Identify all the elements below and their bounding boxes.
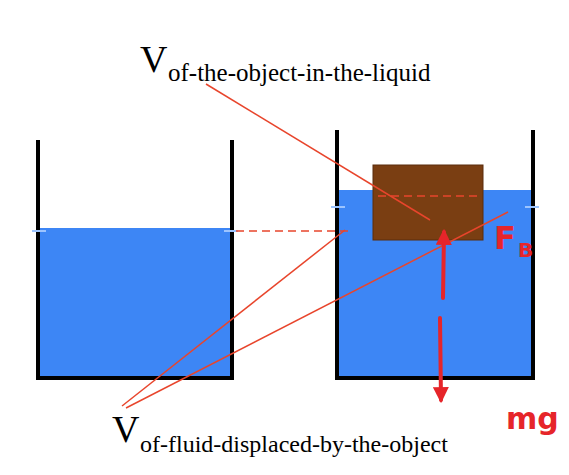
leader-line <box>122 230 345 406</box>
level-mark <box>331 206 345 208</box>
weight-label: mg <box>506 404 559 434</box>
volume-symbol: V <box>140 40 167 78</box>
buoyant-force-arrow <box>443 232 444 298</box>
weight-arrow <box>440 318 441 400</box>
floating-block <box>373 165 483 240</box>
level-mark <box>32 230 46 232</box>
water <box>40 228 230 376</box>
level-line <box>378 195 478 197</box>
volume-subscript: of-the-object-in-the-liquid <box>168 60 430 85</box>
level-mark <box>525 206 539 208</box>
leader-line <box>126 212 508 408</box>
level-mark <box>224 230 238 232</box>
leader-line <box>206 84 430 220</box>
container <box>337 130 533 378</box>
force-label: F <box>494 222 516 254</box>
force-subscript: B <box>518 240 533 260</box>
volume-symbol: V <box>112 410 139 448</box>
level-line <box>236 230 352 232</box>
volume-subscript: of-fluid-displaced-by-the-object <box>140 432 448 456</box>
